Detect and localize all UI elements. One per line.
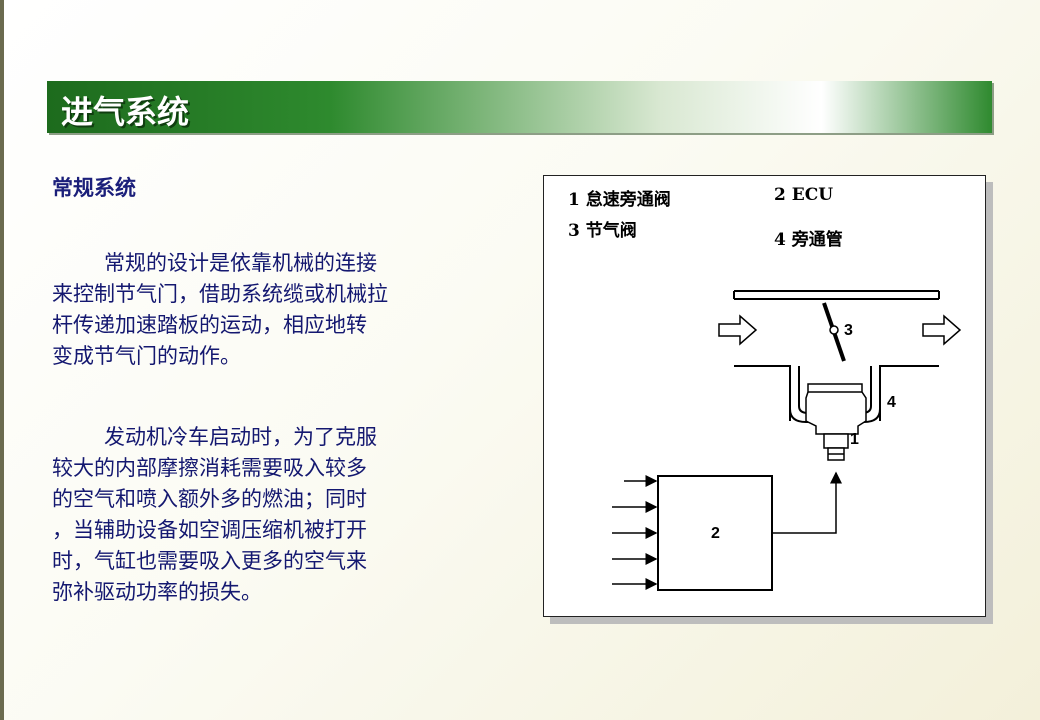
paragraph-line: 时，气缸也需要吸入更多的空气来 [52, 549, 367, 573]
legend-item-idle-bypass-valve: 1 怠速旁通阀 [568, 190, 671, 210]
left-edge-bar [0, 0, 4, 720]
paragraph-conventional-design: 常规的设计是依靠机械的连接 来控制节气门，借助系统缆或机械拉 杆传递加速踏板的运… [52, 248, 472, 372]
diagram-drawing: 1 2 3 4 [612, 290, 962, 591]
paragraph-line: 变成节气门的动作。 [52, 344, 241, 368]
paragraph-line: 来控制节气门，借助系统缆或机械拉 [52, 282, 388, 306]
inlet-flow-arrow-icon [718, 314, 758, 346]
legend-item-throttle-valve: 3 节气阀 [568, 221, 637, 241]
idle-bypass-diagram: 1 怠速旁通阀 2 ECU 3 节气阀 4 旁通管 [543, 175, 986, 617]
paragraph-cold-start: 发动机冷车启动时，为了克服 较大的内部摩擦消耗需要吸入较多 的空气和喷入额外多的… [52, 422, 472, 608]
callout-4: 4 [887, 394, 896, 411]
outlet-flow-arrow-icon [922, 314, 962, 346]
section-title: 常规系统 [52, 176, 136, 200]
page-title: 进气系统 [61, 93, 190, 131]
paragraph-line: 的空气和喷入额外多的燃油；同时 [52, 487, 367, 511]
idle-bypass-valve [805, 383, 867, 461]
legend-item-bypass-pipe: 4 旁通管 [774, 230, 843, 250]
ecu-box [657, 475, 773, 591]
throttle-plate [822, 302, 846, 362]
callout-2: 2 [711, 525, 720, 542]
ecu-input-arrows [612, 475, 658, 590]
callout-1: 1 [850, 431, 859, 448]
paragraph-line: 弥补驱动功率的损失。 [52, 580, 262, 604]
callout-3: 3 [844, 322, 853, 339]
legend-item-ecu: 2 ECU [774, 185, 834, 205]
paragraph-line: 杆传递加速踏板的运动，相应地转 [52, 313, 367, 337]
ecu-control-signal-line [772, 471, 842, 534]
paragraph-line: 较大的内部摩擦消耗需要吸入较多 [52, 456, 367, 480]
paragraph-line: 常规的设计是依靠机械的连接 [104, 251, 377, 275]
paragraph-line: ，当辅助设备如空调压缩机被打开 [52, 518, 367, 542]
title-banner: 进气系统 [47, 81, 992, 133]
paragraph-line: 发动机冷车启动时，为了克服 [104, 425, 377, 449]
